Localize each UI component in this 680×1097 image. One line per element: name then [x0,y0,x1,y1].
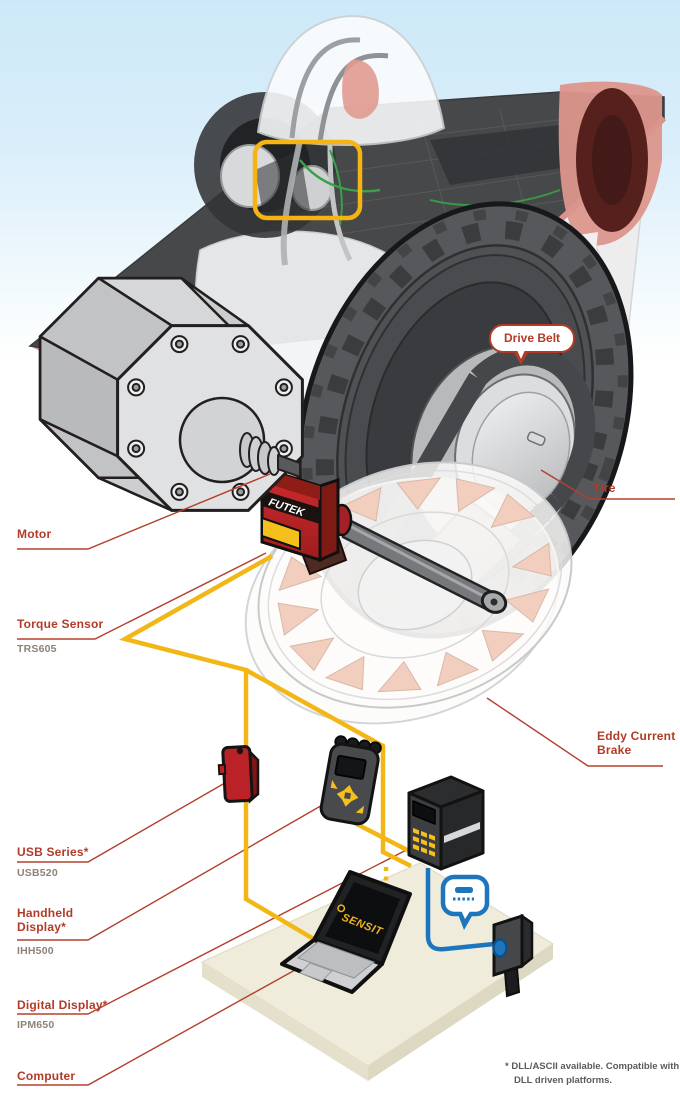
leader-eddy-brake [486,697,663,767]
motor-illustration [38,276,304,512]
callout-usb-model: USB520 [17,867,58,879]
sensor-side-face [318,477,340,563]
sensor-lens [492,938,508,958]
leader-handheld [17,799,332,941]
yellow-cable-link [347,818,413,854]
callout-drive-belt: Drive Belt [489,324,576,365]
leader-motor [17,473,271,550]
display-stripe [444,822,480,843]
blue-cable [425,868,495,952]
car-rollbar-1 [289,37,361,139]
usb-module-illustration [217,745,260,804]
callout-handheld: Handheld Display* [17,906,74,935]
callout-computer: Computer [17,1069,76,1083]
leader-lines [17,469,675,1086]
pulley-peg [526,431,546,446]
callout-digital-model: IPM650 [17,1019,55,1031]
handheld-screen [334,754,367,780]
sensor-node-illustration [492,913,534,998]
highlight-box [252,139,363,221]
digital-display-illustration [407,775,485,871]
callout-digital: Digital Display* [17,998,108,1012]
sensor-label [261,516,301,551]
leader-tire [540,469,675,500]
motor-bolts [127,335,293,501]
usb-notch [236,747,244,755]
torque-sensor-illustration: FUTEK [260,465,353,576]
sensor-logo-band [262,490,320,524]
laptop-illustration: SENSIT [280,870,412,994]
car-tube-2 [327,144,353,262]
bubble-sensor-glyph [455,887,473,893]
car-equipment-tray [430,125,580,185]
callout-torque-sensor-model: TRS605 [17,643,57,655]
car-seat [342,59,379,119]
solar-car-illustration [28,14,667,426]
speech-bubble-icon [440,874,490,930]
leader-computer [17,949,332,1086]
callout-usb: USB Series* [17,845,89,859]
laptop-trackpad [299,962,333,982]
callout-eddy-brake: Eddy Current Brake [597,729,676,758]
laptop-screen [325,882,400,954]
cable-harness [119,554,495,952]
leader-digital [17,827,450,1015]
car-tube-1 [280,139,303,266]
callout-handheld-model: IHH500 [17,945,54,957]
footnote: * DLL/ASCII available. Compatible with D… [505,1061,680,1086]
car-green-wire-1 [299,159,381,193]
display-screen [412,800,436,825]
handheld-keypad [330,779,365,814]
leader-torque-sensor [17,552,267,640]
callout-motor: Motor [17,527,52,541]
yellow-cable-branch [244,668,413,869]
car-rear-wheel-hub [592,115,632,205]
callout-torque-sensor: Torque Sensor [17,617,104,631]
callout-tire: Tire [593,481,616,495]
car-rollbar-2 [317,52,389,143]
laptop-keyboard [296,941,376,979]
motor-shaft [239,432,301,478]
handheld-display-illustration [319,735,382,826]
leader-usb [17,775,238,863]
display-buttons [413,828,435,857]
